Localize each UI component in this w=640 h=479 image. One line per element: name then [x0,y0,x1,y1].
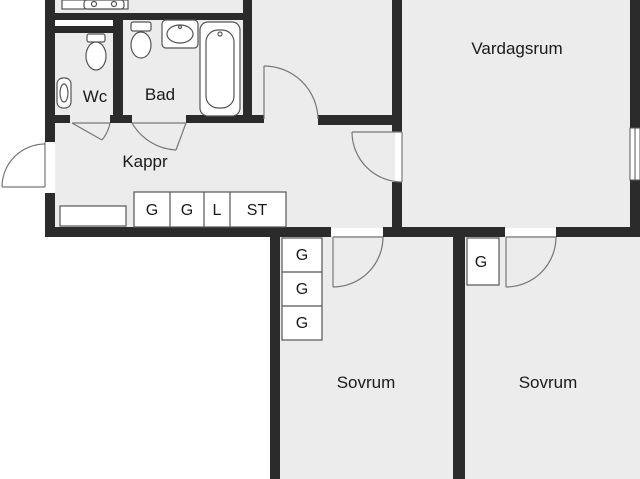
closet-label-hall: L [213,202,222,219]
door-bad [131,122,187,151]
wall-bedroom-right-top [556,227,640,237]
top-left-drain-a [90,0,98,8]
door-entrance [1,142,46,188]
floor-areas [55,0,640,479]
closet-label-bedroom-left: G [296,247,308,264]
door-wc [71,122,111,141]
closet-labels: G G L ST G G G G [146,202,487,332]
floor-vardagsrum [402,0,640,228]
closet-label-bedroom-right: G [475,254,487,271]
wall-wc-bad-divider [113,20,123,120]
closet-label-hall: G [146,202,158,219]
hall-bench [59,205,127,227]
wall-bath-bottom-b [110,115,132,123]
room-labels: Wc Bad Kappr Vardagsrum Sovrum Sovrum [83,39,578,392]
doors [1,65,557,288]
floor-bedroom-top [252,0,392,118]
bedroom-left-closet-cabinet [281,237,323,341]
wall-bath-bottom-a [55,115,70,123]
closet-label-hall: G [181,202,193,219]
top-left-drain-b [110,0,118,8]
door-sovrum-right [505,236,557,288]
wall-living-left-upper [392,0,402,132]
door-vardagsrum [351,131,403,183]
bathtub [199,21,241,117]
closet-label-bedroom-left: G [296,315,308,332]
wc-sink [56,77,72,109]
label-kappr: Kappr [122,152,168,171]
door-sovrum-left [332,236,384,288]
wall-hall-bottom [45,227,331,237]
wall-top-strip [55,13,252,20]
label-sovrum-left: Sovrum [337,373,396,392]
closet-label-bedroom-left: G [296,281,308,298]
wall-living-right-upper [630,0,640,128]
wall-living-right-lower [630,180,640,237]
wall-outer-left-lower [45,193,55,237]
closet-dividers [169,192,322,307]
label-wc: Wc [83,87,108,106]
hall-closet-cabinet [133,191,287,228]
wc-toilet [85,33,107,71]
label-vardagsrum: Vardagsrum [471,39,562,58]
wall-bath-top [55,26,123,33]
bad-toilet [130,21,152,59]
closet-label-hall: ST [247,202,268,219]
bad-sink [161,19,199,49]
wall-bad-right [243,0,252,120]
wall-outer-left [45,0,55,142]
door-bedroom-top [263,65,319,120]
wall-bath-bottom-c [186,115,264,123]
wall-living-left-lower [392,182,402,237]
window-living-room [629,127,640,181]
wall-bedroom-top-bottom [318,115,402,125]
wall-bedroom-divider [453,227,465,479]
bedroom-right-closet-cabinet [466,237,500,286]
wall-bedroom-left-outer [270,227,280,479]
top-left-sink [83,0,125,10]
fixtures [56,0,500,341]
label-sovrum-right: Sovrum [519,373,578,392]
wall-bedroom-left-top-b [383,227,505,237]
label-bad: Bad [145,85,175,104]
walls [45,0,640,479]
